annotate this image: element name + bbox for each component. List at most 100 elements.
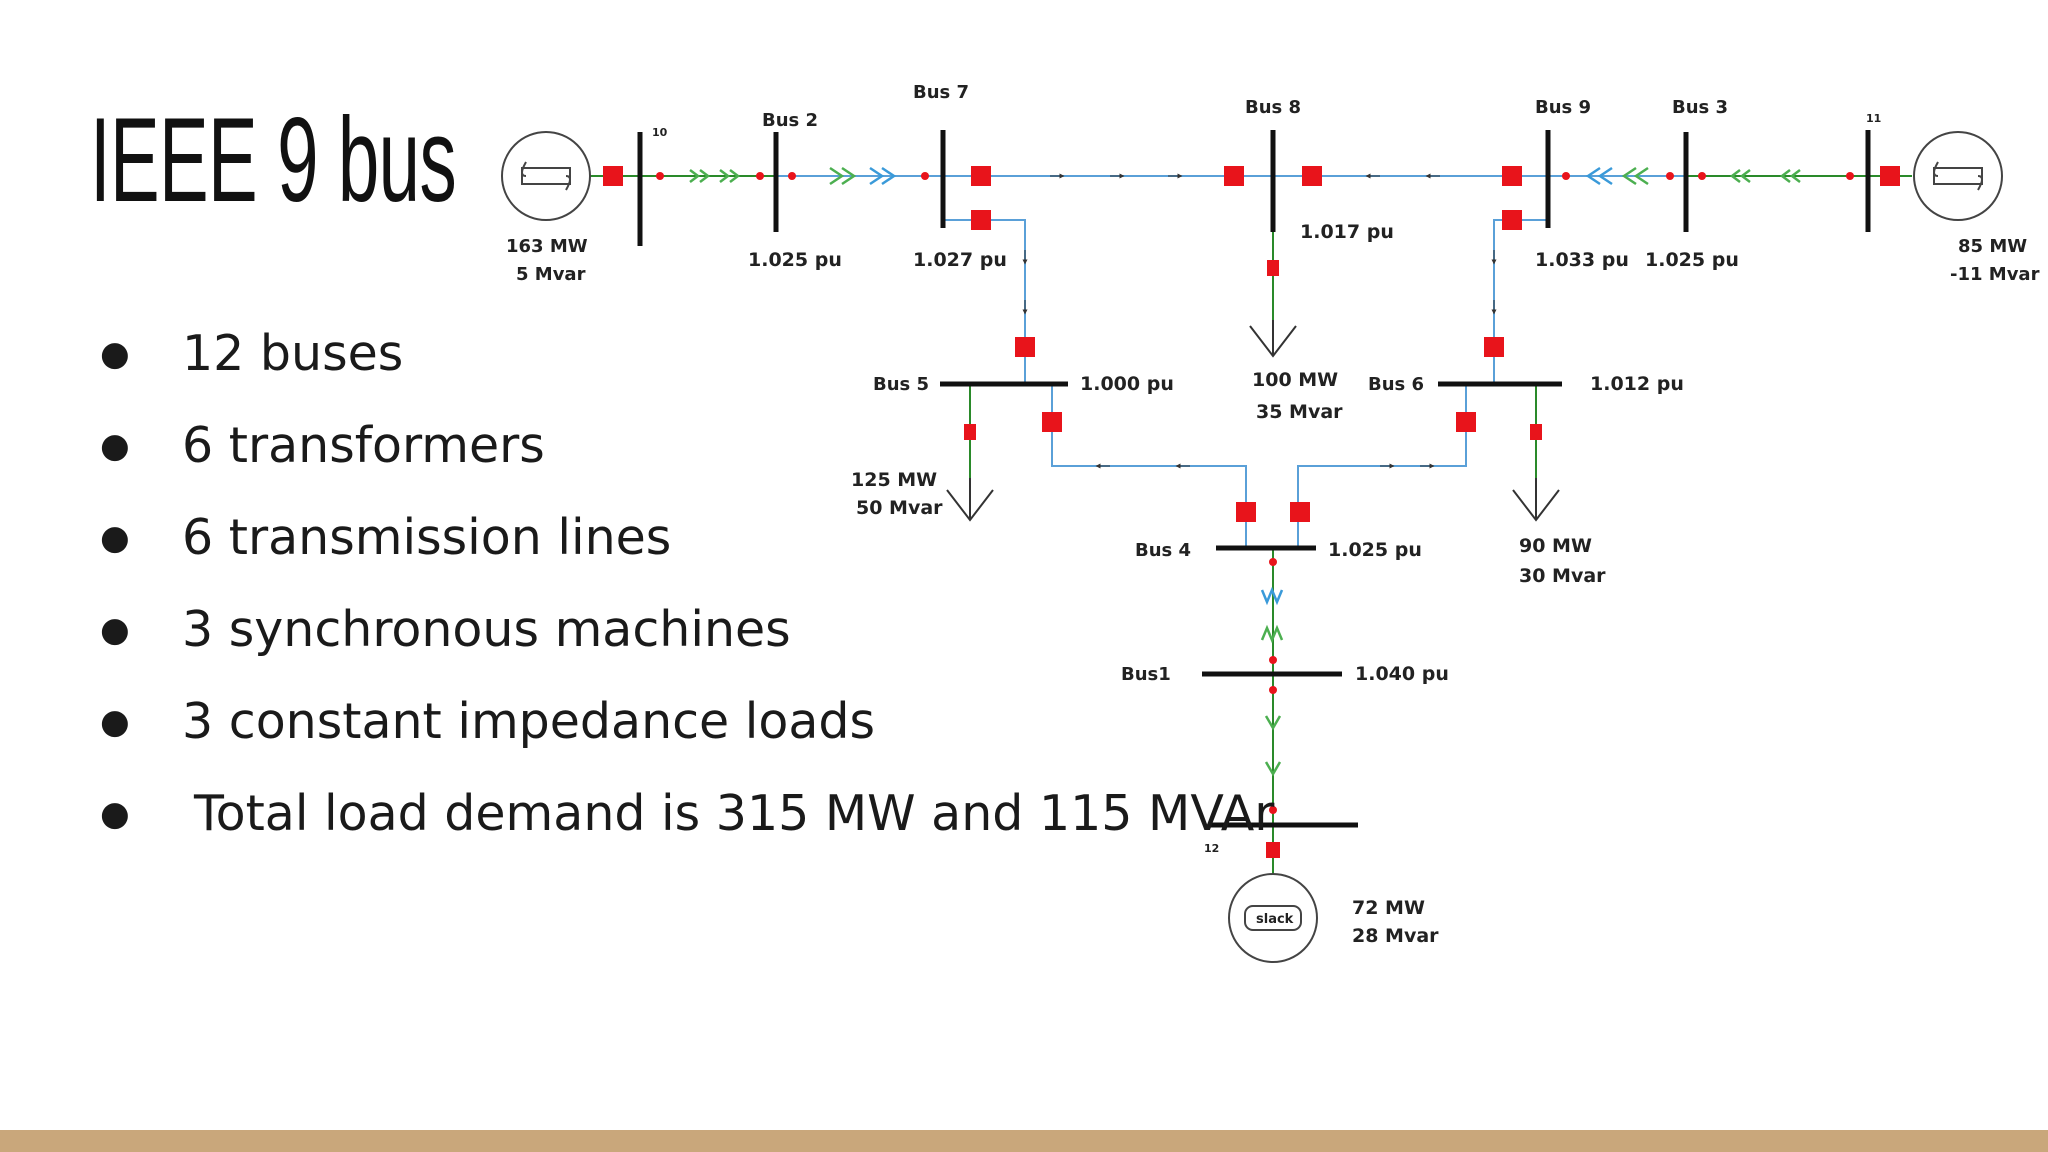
generator-right <box>1913 131 2003 221</box>
generator-left <box>501 131 591 221</box>
breaker-icon <box>1502 210 1522 230</box>
transformer-icon <box>689 169 741 183</box>
transformer-icon <box>1260 624 1284 644</box>
line-bus7-bus5 <box>942 176 1026 383</box>
breaker-icon <box>971 166 991 186</box>
bus-4-voltage: 1.025 pu <box>1328 539 1422 561</box>
bus-1-voltage: 1.040 pu <box>1355 663 1449 685</box>
transformer-icon <box>829 166 857 186</box>
connection-dot <box>1269 806 1277 814</box>
bus-7-voltage: 1.027 pu <box>913 249 1007 271</box>
connection-dot <box>1269 656 1277 664</box>
breaker-icon <box>1456 412 1476 432</box>
connection-dot <box>1269 686 1277 694</box>
bus-12-name: 12 <box>1204 842 1219 855</box>
bus-2-name: Bus 2 <box>762 110 818 131</box>
generator-icon <box>1228 873 1318 963</box>
bus-8-voltage: 1.017 pu <box>1300 221 1394 243</box>
connection-dot <box>921 172 929 180</box>
breaker-icon <box>971 210 991 230</box>
line-bus5-bus4 <box>1051 384 1247 548</box>
breaker-icon <box>1266 842 1280 858</box>
connection-points <box>656 172 1854 814</box>
breaker-icon <box>1302 166 1322 186</box>
transformer-icon <box>1264 715 1282 777</box>
gen-slack-mw: 72 MW <box>1352 897 1425 919</box>
bus-4-name: Bus 4 <box>1135 540 1191 561</box>
connection-dot <box>788 172 796 180</box>
bus-5-voltage: 1.000 pu <box>1080 373 1174 395</box>
connection-dot <box>1269 558 1277 566</box>
flow-arrows <box>1022 173 1497 469</box>
bus-8-name: Bus 8 <box>1245 97 1301 118</box>
transformer-icon <box>1260 586 1284 606</box>
breaker-icon <box>1502 166 1522 186</box>
load-bus8-mw: 100 MW <box>1252 369 1338 391</box>
bus-9-voltage: 1.033 pu <box>1535 249 1629 271</box>
transformer-icon <box>1621 166 1649 186</box>
connection-dot <box>1698 172 1706 180</box>
load-bus6-mw: 90 MW <box>1519 535 1592 557</box>
breaker-icon <box>1530 424 1542 440</box>
breaker-icon <box>1015 337 1035 357</box>
bus-1-name: Bus1 <box>1121 664 1171 685</box>
generator-icon <box>501 131 591 221</box>
bus-11-name: 11 <box>1866 112 1881 125</box>
breaker-icon <box>1484 337 1504 357</box>
bus-10-name: 10 <box>652 126 668 139</box>
bus-bars <box>637 130 1871 828</box>
bullet-dot-icon: ● <box>100 518 130 558</box>
breaker-icon <box>603 166 623 186</box>
bus-3-voltage: 1.025 pu <box>1645 249 1739 271</box>
slide-title: IEEE 9 bus <box>90 93 457 227</box>
bus-7-name: Bus 7 <box>913 82 969 103</box>
connection-dot <box>656 172 664 180</box>
generator-icon <box>1913 131 2003 221</box>
load-arrow-icon <box>1249 320 1297 358</box>
footer-bar <box>0 1130 2048 1152</box>
transformers <box>689 166 1801 777</box>
connection-dot <box>1562 172 1570 180</box>
load-bus6-mvar: 30 Mvar <box>1519 565 1606 587</box>
loads <box>946 320 1560 522</box>
transformer-icon <box>869 166 897 186</box>
breaker-icon <box>964 424 976 440</box>
breaker-icon <box>1880 166 1900 186</box>
transmission-lines <box>586 175 1912 878</box>
transformer-icon <box>1729 169 1801 183</box>
generators <box>501 131 2003 963</box>
load-bus5-mw: 125 MW <box>851 469 937 491</box>
gen-slack-mvar: 28 Mvar <box>1352 925 1439 947</box>
bus-9-name: Bus 9 <box>1535 97 1591 118</box>
transformer-icon <box>1585 166 1613 186</box>
connection-dot <box>756 172 764 180</box>
bullet-dot-icon: ● <box>100 426 130 466</box>
diagram-labels: Bus 2 Bus 7 Bus 8 Bus 9 Bus 3 10 11 12 1… <box>506 82 2040 947</box>
breaker-icon <box>1224 166 1244 186</box>
bullet-dot-icon: ● <box>100 794 130 834</box>
connection-dot <box>1666 172 1674 180</box>
gen-right-mvar: -11 Mvar <box>1950 264 2040 285</box>
bullet-dot-icon: ● <box>100 702 130 742</box>
bus-3-name: Bus 3 <box>1672 97 1728 118</box>
bullet-dot-icon: ● <box>100 610 130 650</box>
load-bus8-mvar: 35 Mvar <box>1256 401 1343 423</box>
generator-slack <box>1228 873 1318 963</box>
load-bus5-mvar: 50 Mvar <box>856 497 943 519</box>
load-arrow-icon <box>1512 478 1560 522</box>
bus-6-voltage: 1.012 pu <box>1590 373 1684 395</box>
bullet-dot-icon: ● <box>100 334 130 374</box>
breaker-icon <box>1042 412 1062 432</box>
bus-2-voltage: 1.025 pu <box>748 249 842 271</box>
gen-slack-label: slack <box>1256 912 1294 927</box>
breaker-icon <box>1267 260 1279 276</box>
gen-left-mw: 163 MW <box>506 236 588 257</box>
bus-5-name: Bus 5 <box>873 374 929 395</box>
gen-right-mw: 85 MW <box>1958 236 2027 257</box>
bus-6-name: Bus 6 <box>1368 374 1424 395</box>
connection-dot <box>1846 172 1854 180</box>
breaker-icon <box>1236 502 1256 522</box>
gen-left-mvar: 5 Mvar <box>516 264 586 285</box>
